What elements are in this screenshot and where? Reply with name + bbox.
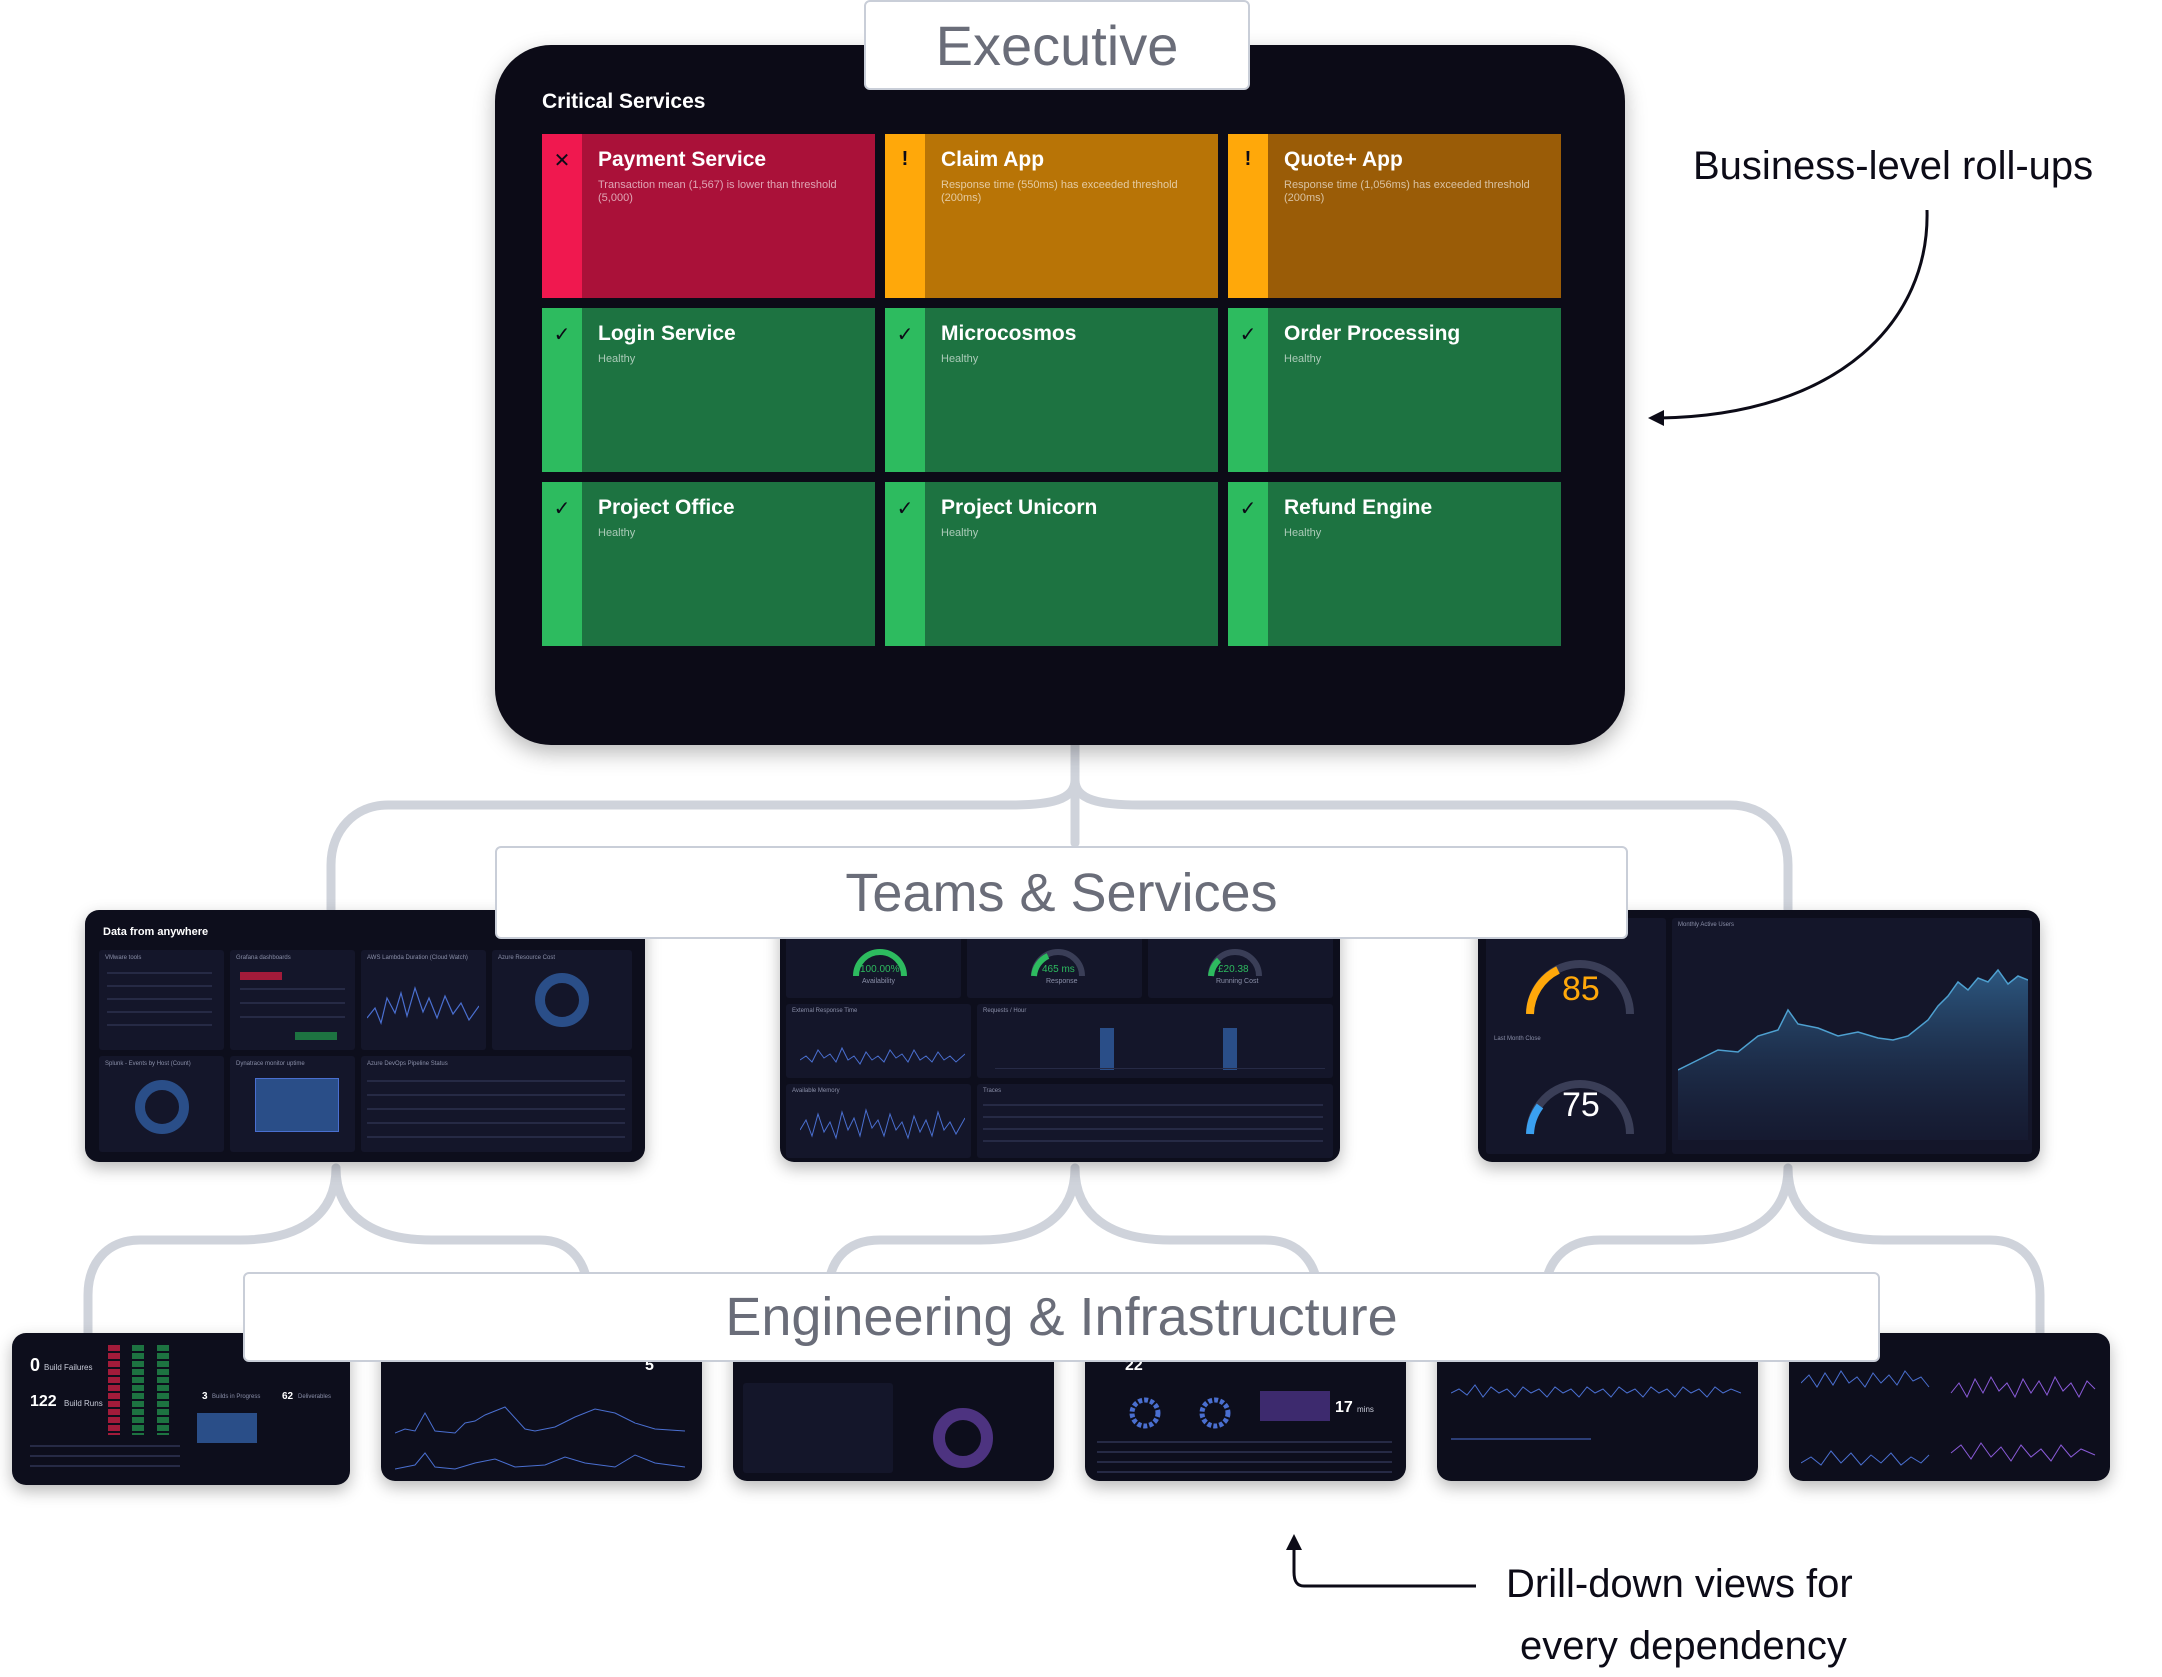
teams-dashboard-left: Data from anywhere VMware tools Grafana … <box>85 910 645 1162</box>
panel-label: Splunk - Events by Host (Count) <box>105 1061 191 1067</box>
stat-label: Deliverables <box>298 1394 332 1400</box>
service-status-detail: Healthy <box>941 527 979 539</box>
panel-label: Dynatrace monitor uptime <box>236 1061 305 1067</box>
engineering-dashboard-6 <box>1789 1333 2110 1481</box>
critical-services-heading: Critical Services <box>542 90 706 113</box>
panel-label: Traces <box>983 1088 1002 1094</box>
service-status-detail: Response time (1,056ms) has exceeded thr… <box>1284 179 1530 204</box>
annotation-drilldown-line2: every dependency <box>1520 1624 1847 1668</box>
panel-label: Last Month Close <box>1494 1036 1541 1042</box>
panel-label: Requests / Hour <box>983 1008 1027 1014</box>
stat-value: 0 <box>30 1355 41 1375</box>
service-status-detail: Healthy <box>1284 527 1322 539</box>
gauge-value: 85 <box>1562 970 1600 1008</box>
annotation-rollups: Business-level roll-ups <box>1693 144 2094 188</box>
gauge-label: Availability <box>862 978 895 985</box>
stat-value: 62 <box>282 1391 294 1402</box>
teams-dashboard-middle: 100.00% Availability 465 ms Response £20… <box>780 910 1340 1162</box>
exclamation-icon: ! <box>1244 148 1252 170</box>
service-name: Microcosmos <box>941 322 1077 345</box>
stat-value: 122 <box>30 1393 57 1410</box>
service-status-detail: Healthy <box>941 353 979 365</box>
status-strip: ! <box>1228 134 1268 298</box>
check-icon: ✓ <box>553 498 571 520</box>
service-name: Claim App <box>941 148 1045 171</box>
rollups-arrow-icon <box>1648 209 1929 426</box>
panel-label: External Response Time <box>792 1008 858 1014</box>
stat-label: Builds in Progress <box>212 1394 261 1400</box>
service-name: Order Processing <box>1284 322 1461 345</box>
dashboard-title: Data from anywhere <box>103 926 209 938</box>
panel-label: Azure Resource Cost <box>498 955 556 961</box>
service-status-detail: Response time (550ms) has exceeded thres… <box>941 179 1178 204</box>
panel-label: Monthly Active Users <box>1678 922 1735 928</box>
check-icon: ✓ <box>1239 324 1257 346</box>
level-label-engineering-infrastructure: Engineering & Infrastructure <box>243 1272 1880 1362</box>
service-name: Quote+ App <box>1284 148 1403 171</box>
exclamation-icon: ! <box>901 148 909 170</box>
panel-label: Azure DevOps Pipeline Status <box>367 1061 448 1067</box>
panel-label: Grafana dashboards <box>236 955 291 961</box>
annotation-drilldown-line1: Drill-down views for <box>1506 1562 1853 1606</box>
status-strip: ✓ <box>1228 482 1268 646</box>
gauge-value: 75 <box>1562 1086 1600 1124</box>
status-strip: ✓ <box>542 482 582 646</box>
gauge-label: Running Cost <box>1216 978 1259 985</box>
check-icon: ✓ <box>896 324 914 346</box>
check-icon: ✓ <box>553 324 571 346</box>
gauge-value: 100.00% <box>860 964 900 975</box>
status-strip: ✓ <box>542 308 582 472</box>
status-strip: ✓ <box>885 482 925 646</box>
panel-label: AWS Lambda Duration (Cloud Watch) <box>367 955 468 961</box>
service-status-detail: Transaction mean (1,567) is lower than t… <box>598 179 837 204</box>
check-icon: ✓ <box>1239 498 1257 520</box>
stat-label: Build Failures <box>44 1363 93 1372</box>
level-label-teams-services: Teams & Services <box>495 846 1628 939</box>
stat-value: 5 <box>645 1357 654 1374</box>
level-teams-text: Teams & Services <box>845 862 1278 923</box>
panel-label: VMware tools <box>105 955 142 961</box>
gauge-value: £20.38 <box>1218 964 1249 975</box>
status-strip: ✓ <box>885 308 925 472</box>
service-name: Login Service <box>598 322 736 345</box>
service-name: Project Office <box>598 496 735 519</box>
panel-label: Available Memory <box>792 1088 840 1094</box>
drilldown-arrow-icon <box>1286 1534 1476 1588</box>
gauge-label: Response <box>1046 978 1078 985</box>
teams-dashboard-right: 85 Last Month Close 75 Monthly Active Us… <box>1478 910 2040 1162</box>
status-strip: ✓ <box>1228 308 1268 472</box>
level-engineering-text: Engineering & Infrastructure <box>725 1287 1398 1347</box>
level-label-executive: Executive <box>864 0 1250 90</box>
stat-value: 17 <box>1335 1399 1353 1416</box>
stat-value: 3 <box>202 1391 208 1402</box>
service-name: Refund Engine <box>1284 496 1433 519</box>
status-strip: ✕ <box>542 134 582 298</box>
check-icon: ✓ <box>896 498 914 520</box>
gauge-value: 465 ms <box>1042 964 1075 975</box>
service-status-detail: Healthy <box>598 527 636 539</box>
service-name: Project Unicorn <box>941 496 1098 519</box>
service-name: Payment Service <box>598 148 767 171</box>
level-executive-text: Executive <box>935 13 1179 77</box>
service-status-detail: Healthy <box>1284 353 1322 365</box>
stat-label: mins <box>1357 1405 1374 1414</box>
status-strip: ! <box>885 134 925 298</box>
close-icon: ✕ <box>553 150 571 172</box>
stat-label: Build Runs <box>64 1399 103 1408</box>
service-status-detail: Healthy <box>598 353 636 365</box>
